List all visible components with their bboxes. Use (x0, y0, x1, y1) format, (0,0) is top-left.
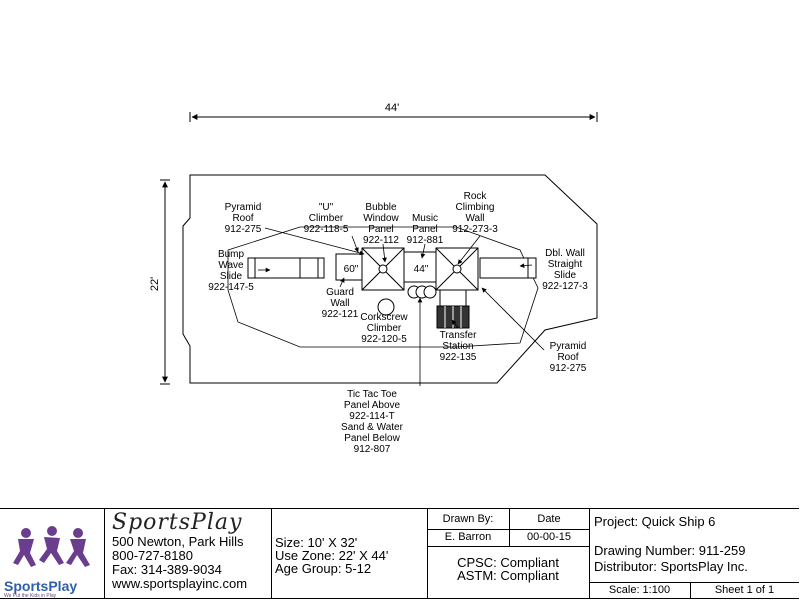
company-website: www.sportsplayinc.com (112, 575, 248, 591)
age-group-spec: Age Group: 5-12 (275, 561, 372, 576)
leader-lines (258, 227, 545, 386)
svg-text:912-807: 912-807 (354, 444, 391, 455)
callout-transfer-station: Transfer Station 922-135 (440, 330, 478, 363)
svg-text:922-121: 922-121 (322, 309, 359, 320)
svg-text:Bubble: Bubble (365, 202, 397, 213)
svg-text:Panel: Panel (368, 224, 394, 235)
brand-script-title: SportsPlay (112, 510, 243, 535)
svg-text:Corkscrew: Corkscrew (360, 312, 408, 323)
svg-text:912-275: 912-275 (550, 363, 587, 374)
callout-guard-wall: Guard Wall 922-121 (322, 287, 359, 320)
svg-text:Sand & Water: Sand & Water (341, 422, 404, 433)
width-dimension: 44' (189, 100, 598, 122)
svg-text:Climber: Climber (309, 213, 344, 224)
callout-u-climber: "U" Climber 922-118-5 (304, 202, 349, 235)
platform-60-shape (335, 253, 365, 281)
svg-text:Wall: Wall (465, 213, 484, 224)
compliance-info: CPSC: Compliant ASTM: Compliant (427, 556, 589, 582)
callout-music-panel: Music Panel 912-881 (407, 213, 444, 246)
corkscrew-climber-shape (377, 298, 395, 316)
svg-text:Guard: Guard (326, 287, 354, 298)
svg-text:Roof: Roof (557, 352, 578, 363)
size-spec: Size: 10' X 32' (275, 535, 358, 550)
svg-text:912-275: 912-275 (225, 224, 262, 235)
svg-text:922-118-5: 922-118-5 (304, 224, 349, 235)
svg-text:Dbl. Wall: Dbl. Wall (545, 248, 585, 259)
depth-dimension: 22' (149, 179, 170, 385)
drawn-by-value: E. Barron (444, 531, 492, 543)
svg-text:922-114-T: 922-114-T (349, 411, 394, 422)
callout-tic-tac-toe: Tic Tac Toe Panel Above 922-114-T Sand &… (341, 389, 404, 455)
svg-text:Window: Window (363, 213, 399, 224)
company-logo: SportsPlay We Put the Kids in Play (4, 523, 100, 599)
equipment-outline (227, 226, 539, 348)
drawing-number: Drawing Number: 911-259 (594, 543, 746, 558)
callout-pyramid-roof-left: Pyramid Roof 912-275 (225, 202, 262, 235)
logo-tagline: We Put the Kids in Play (4, 593, 57, 599)
drawn-by-label: Drawn By: (442, 513, 494, 525)
callout-corkscrew-climber: Corkscrew Climber 922-120-5 (360, 312, 408, 345)
distributor: Distributor: SportsPlay Inc. (594, 559, 748, 574)
company-fax: Fax: 314-389-9034 (112, 561, 222, 577)
use-zone-outline (182, 174, 598, 384)
svg-text:Climber: Climber (367, 323, 402, 334)
svg-text:Pyramid: Pyramid (225, 202, 262, 213)
company-address: 500 Newton, Park Hills (112, 533, 244, 549)
svg-text:Panel Above: Panel Above (344, 400, 401, 411)
children-figures-icon (13, 526, 90, 567)
astm-compliance: ASTM: Compliant (457, 568, 559, 583)
transfer-station-upper-shape (439, 289, 467, 309)
svg-text:Wall: Wall (330, 298, 349, 309)
date-value: 00-00-15 (526, 531, 572, 543)
svg-text:922-147-5: 922-147-5 (208, 282, 254, 293)
callout-bubble-window: Bubble Window Panel 922-112 (363, 202, 400, 246)
callout-bump-wave-slide: Bump Wave Slide 922-147-5 (208, 249, 254, 293)
sheet-number: Sheet 1 of 1 (714, 584, 775, 596)
svg-text:Station: Station (442, 341, 473, 352)
svg-text:Tic Tac Toe: Tic Tac Toe (347, 389, 397, 400)
svg-text:Slide: Slide (554, 270, 577, 281)
bump-wave-slide-shape (247, 257, 325, 279)
svg-text:Slide: Slide (220, 271, 243, 282)
company-phone: 800-727-8180 (112, 547, 193, 563)
svg-text:Pyramid: Pyramid (550, 341, 587, 352)
svg-text:912-273-3: 912-273-3 (452, 224, 498, 235)
title-block: SportsPlay We Put the Kids in Play Sport… (0, 508, 799, 599)
use-zone-spec: Use Zone: 22' X 44' (275, 548, 389, 563)
dbl-wall-slide-shape (479, 257, 537, 279)
svg-text:922-112: 922-112 (363, 235, 399, 246)
callout-rock-climbing-wall: Rock Climbing Wall 912-273-3 (452, 191, 498, 235)
platform-44-label: 44" (414, 264, 429, 275)
svg-text:Music: Music (412, 213, 438, 224)
company-info: SportsPlay 500 Newton, Park Hills 800-72… (112, 511, 270, 591)
scale: Scale: 1:100 (608, 584, 671, 596)
svg-text:912-881: 912-881 (407, 235, 444, 246)
depth-dimension-label: 22' (149, 277, 161, 291)
svg-text:Straight: Straight (548, 259, 583, 270)
equipment-specs: Size: 10' X 32' Use Zone: 22' X 44' Age … (275, 536, 425, 575)
svg-text:Transfer: Transfer (440, 330, 478, 341)
svg-text:"U": "U" (319, 202, 334, 213)
logo-wordmark: SportsPlay (4, 578, 78, 594)
cpsc-compliance: CPSC: Compliant (457, 555, 559, 570)
svg-text:Wave: Wave (218, 260, 244, 271)
width-dimension-label: 44' (385, 102, 399, 114)
svg-text:Bump: Bump (218, 249, 245, 260)
svg-text:Climbing: Climbing (456, 202, 495, 213)
platform-60-label: 60" (344, 264, 359, 275)
callout-pyramid-roof-right: Pyramid Roof 912-275 (550, 341, 587, 374)
svg-text:922-120-5: 922-120-5 (361, 334, 407, 345)
date-label: Date (537, 513, 561, 525)
svg-text:Panel: Panel (412, 224, 438, 235)
project-name: Project: Quick Ship 6 (594, 514, 716, 529)
svg-text:Rock: Rock (464, 191, 488, 202)
svg-text:Panel Below: Panel Below (344, 433, 400, 444)
svg-text:Roof: Roof (232, 213, 253, 224)
svg-text:922-127-3: 922-127-3 (542, 281, 588, 292)
playground-plan-drawing: 44' 22' (149, 100, 598, 455)
equipment-shapes (247, 247, 537, 329)
callout-dbl-wall-slide: Dbl. Wall Straight Slide 922-127-3 (542, 248, 588, 292)
svg-text:922-135: 922-135 (440, 352, 477, 363)
